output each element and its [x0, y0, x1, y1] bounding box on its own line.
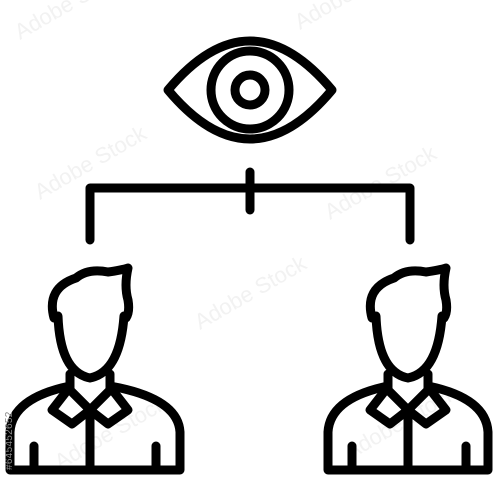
hierarchy-connector: [85, 167, 415, 245]
person-collar-left: [365, 387, 413, 429]
person-hair: [365, 263, 452, 323]
person-hair: [47, 263, 134, 323]
person-collar-right: [85, 387, 133, 429]
eye-iris-ring: [206, 46, 294, 134]
eye-icon: [163, 36, 337, 144]
person-icon-right: [323, 263, 493, 475]
person-icon-left: [5, 263, 185, 475]
eye-pupil: [230, 70, 270, 110]
person-collar-right: [403, 387, 451, 429]
eye-outline: [163, 36, 337, 144]
stock-id-label: #645452652: [4, 411, 15, 470]
person-head: [371, 311, 447, 383]
person-collar-left: [47, 387, 95, 429]
person-body: [5, 381, 185, 475]
connector-bracket: [85, 183, 415, 245]
person-head: [53, 311, 129, 383]
